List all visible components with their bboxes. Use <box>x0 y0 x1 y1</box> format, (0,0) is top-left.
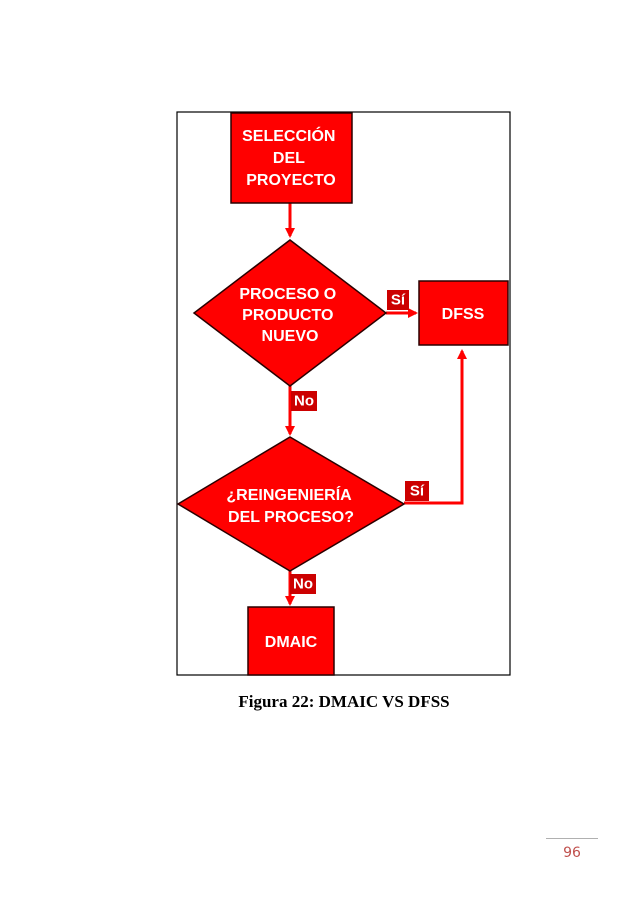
edge-reingenieria-to-dfss <box>404 349 467 505</box>
edge-label-no-proceso: No <box>291 391 317 411</box>
figure-caption: Figura 22: DMAIC VS DFSS <box>0 692 638 712</box>
node-proceso-line-3: NUEVO <box>262 328 319 345</box>
edge-label-si-proceso-text: Sí <box>391 292 406 309</box>
node-reingenieria-shape <box>176 436 406 572</box>
footer-divider <box>546 838 598 839</box>
node-seleccion-line-1: SELECCIÓN <box>242 126 335 145</box>
node-seleccion-shape <box>230 112 353 204</box>
node-reingenieria-line-2: DEL PROCESO? <box>228 509 354 526</box>
edge-label-si-reingenieria-bg <box>405 481 429 501</box>
node-proceso-producto-nuevo: PROCESO O PRODUCTO NUEVO <box>192 239 388 387</box>
node-proceso-shape <box>192 239 388 387</box>
node-reingenieria-label: ¿REINGENIERÍA DEL PROCESO? <box>226 485 355 526</box>
node-dmaic-label: DMAIC <box>265 634 318 651</box>
figure-caption-label: Figura 22: <box>238 692 315 711</box>
figure-caption-title: DMAIC VS DFSS <box>318 692 450 711</box>
edge-label-si-proceso-bg <box>387 290 409 310</box>
diagram-frame <box>176 111 511 676</box>
node-dfss-label: DFSS <box>442 306 485 323</box>
node-proceso-line-1: PROCESO O <box>239 286 336 303</box>
node-reingenieria-line-1: ¿REINGENIERÍA <box>226 485 352 504</box>
node-dfss: DFSS <box>418 280 509 346</box>
edge-label-si-reingenieria: Sí <box>405 481 429 501</box>
edge-label-si-reingenieria-text: Sí <box>410 483 425 500</box>
edge-label-no-reingenieria: No <box>290 574 316 594</box>
node-dfss-line-1: DFSS <box>442 306 485 323</box>
edge-label-no-proceso-text: No <box>294 393 314 410</box>
node-seleccion-label: SELECCIÓN DEL PROYECTO <box>242 126 340 189</box>
edge-label-si-proceso: Sí <box>387 290 409 310</box>
node-seleccion-line-3: PROYECTO <box>246 172 336 189</box>
node-seleccion-proyecto: SELECCIÓN DEL PROYECTO <box>230 112 353 204</box>
node-dmaic-shape <box>247 606 335 676</box>
edge-label-no-reingenieria-bg <box>290 574 316 594</box>
edge-label-no-reingenieria-text: No <box>293 576 313 593</box>
node-proceso-label: PROCESO O PRODUCTO NUEVO <box>239 286 340 345</box>
node-dmaic: DMAIC <box>247 606 335 676</box>
node-dfss-shape <box>418 280 509 346</box>
node-seleccion-line-2: DEL <box>273 150 305 167</box>
node-dmaic-line-1: DMAIC <box>265 634 318 651</box>
node-reingenieria-proceso: ¿REINGENIERÍA DEL PROCESO? <box>176 436 406 572</box>
node-proceso-line-2: PRODUCTO <box>242 307 333 324</box>
edge-label-no-proceso-bg <box>291 391 317 411</box>
page-number: 96 <box>563 845 581 861</box>
